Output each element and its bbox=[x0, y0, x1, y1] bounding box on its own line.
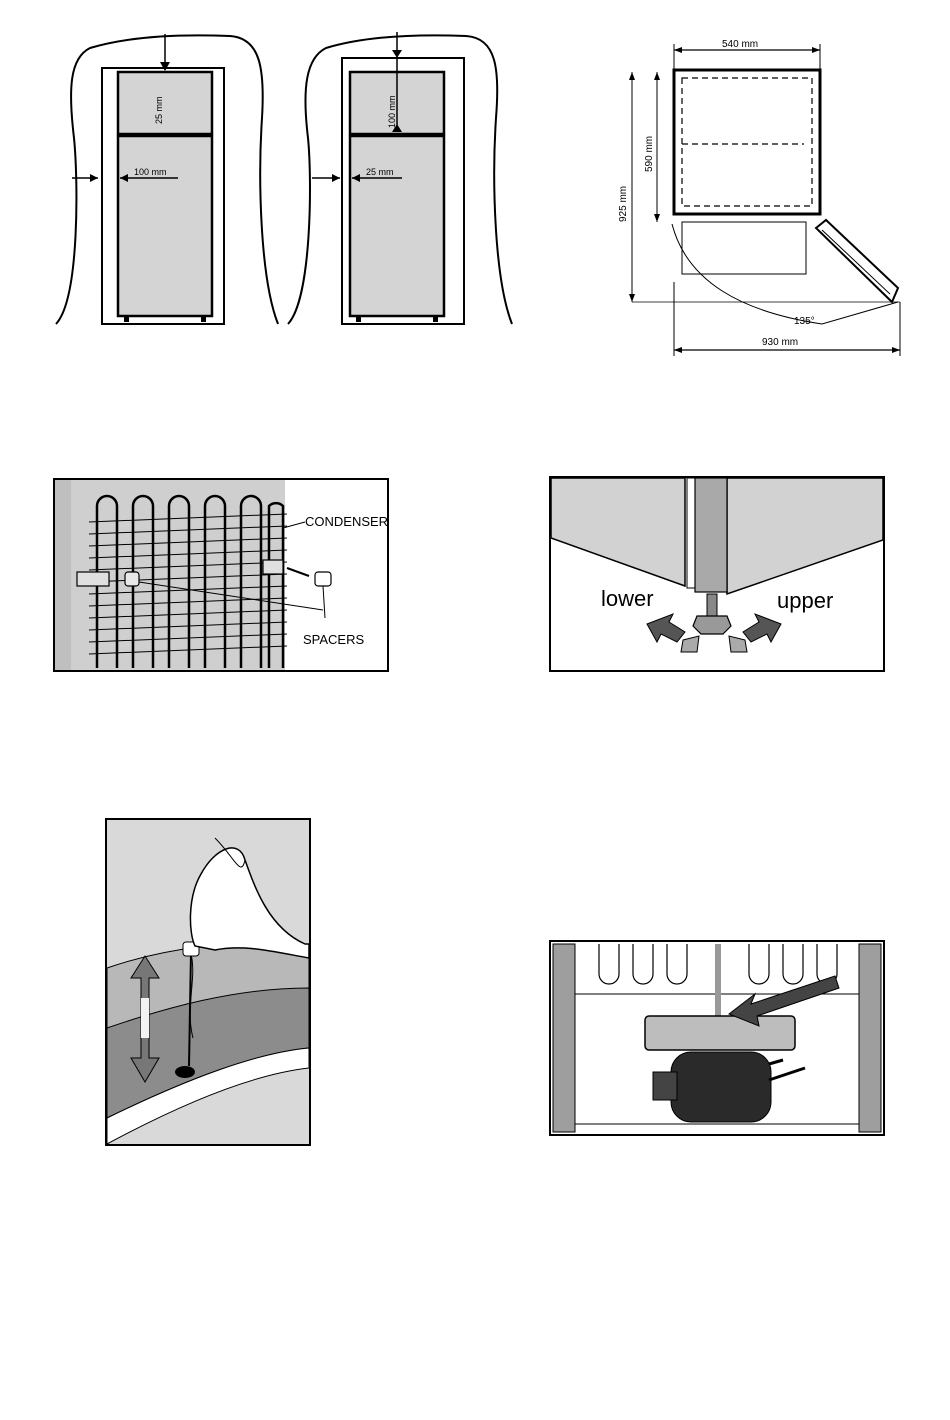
left-fridge-freezer bbox=[118, 72, 212, 134]
spacer-right bbox=[315, 572, 331, 586]
total-width-label: 930 mm bbox=[762, 337, 798, 348]
spacers-label: SPACERS bbox=[303, 632, 364, 647]
left-fridge-body bbox=[118, 136, 212, 316]
condenser-label: CONDENSER bbox=[305, 514, 388, 529]
left-top-gap-label: 25 mm bbox=[154, 96, 164, 124]
spacer-bracket-right bbox=[263, 560, 283, 574]
fridge-top-view bbox=[674, 70, 820, 214]
depth-label: 590 mm bbox=[644, 136, 655, 172]
width-label: 540 mm bbox=[722, 39, 758, 50]
dimensions-diagram: 540 mm 925 mm 590 mm 135° 930 mm bbox=[612, 32, 912, 362]
drain-hole bbox=[175, 1066, 195, 1078]
right-top-gap-label: 100 mm bbox=[387, 95, 397, 128]
door-angle-label: 135° bbox=[794, 316, 815, 327]
right-side-gap-label: 25 mm bbox=[366, 167, 394, 177]
foot-screw bbox=[707, 594, 717, 616]
drain-hole-diagram bbox=[105, 818, 311, 1146]
adjustable-feet-diagram: lower upper bbox=[549, 476, 885, 672]
evaporation-tray bbox=[645, 1016, 795, 1050]
upper-label: upper bbox=[777, 588, 833, 613]
depth-open-label: 925 mm bbox=[618, 186, 629, 222]
lower-label: lower bbox=[601, 586, 654, 611]
clearance-diagram: 25 mm 100 mm 100 mm 25 mm bbox=[50, 28, 520, 328]
foot-nut bbox=[693, 616, 731, 634]
right-fridge-body bbox=[350, 136, 444, 316]
condenser-diagram: CONDENSER SPACERS bbox=[53, 478, 389, 672]
spacer-left bbox=[125, 572, 139, 586]
spacer-bracket-left bbox=[77, 572, 109, 586]
compressor-diagram bbox=[549, 940, 885, 1136]
left-side-gap-label: 100 mm bbox=[134, 167, 167, 177]
